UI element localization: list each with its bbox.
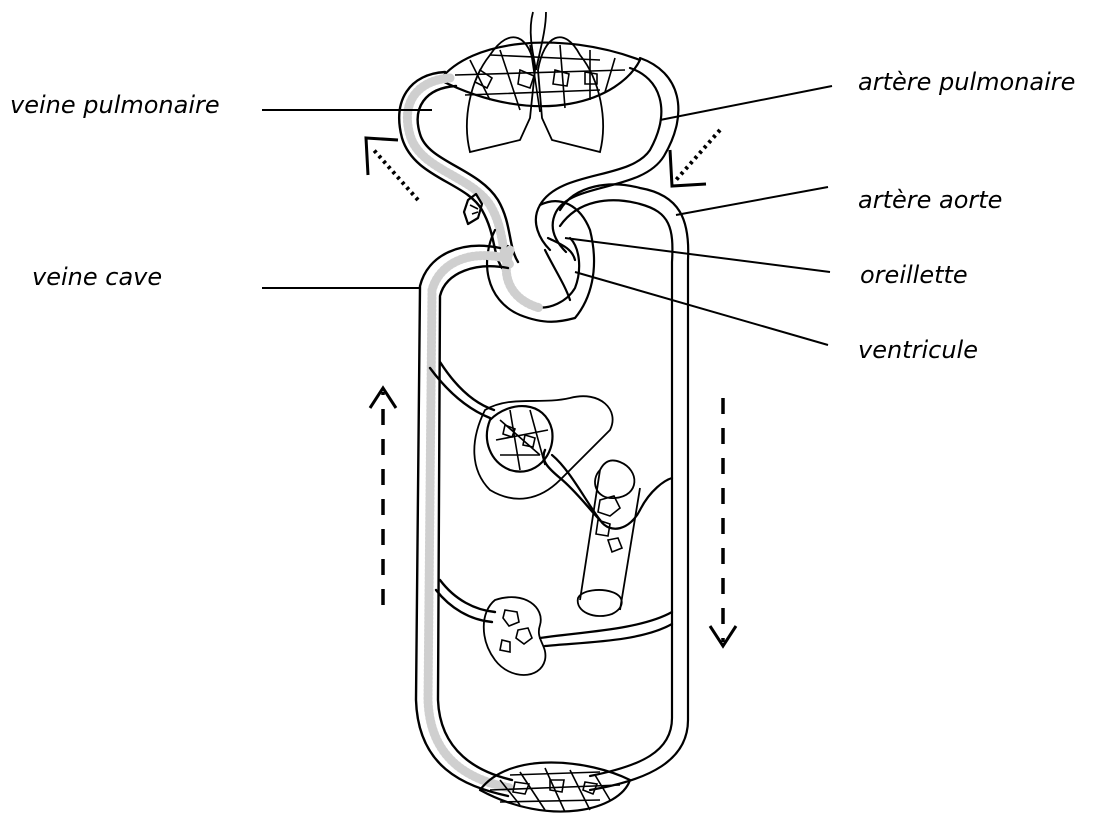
label-oreillette: oreillette bbox=[860, 261, 968, 289]
label-artere-pulmonaire: artère pulmonaire bbox=[858, 68, 1075, 96]
liver bbox=[474, 396, 612, 499]
liver-capillaries bbox=[487, 406, 553, 472]
venous-return-flow-arrow bbox=[370, 388, 396, 605]
intestine bbox=[543, 450, 640, 616]
pulmonary-vein-flow-arrow bbox=[366, 138, 418, 200]
label-artere-aorte: artère aorte bbox=[858, 186, 1002, 214]
label-veine-pulmonaire: veine pulmonaire bbox=[10, 91, 220, 119]
label-veine-cave: veine cave bbox=[32, 263, 162, 291]
leader-ventricule bbox=[575, 272, 828, 345]
pulmonary-artery-flow-arrow bbox=[670, 130, 720, 186]
kidney bbox=[436, 580, 672, 675]
vena-cava bbox=[416, 246, 512, 796]
leader-artere-aorte bbox=[676, 187, 828, 215]
label-ventricule: ventricule bbox=[858, 336, 978, 364]
arterial-flow-arrow bbox=[710, 398, 736, 646]
leader-oreillette bbox=[565, 238, 830, 272]
leader-artere-pulmonaire bbox=[660, 86, 832, 120]
